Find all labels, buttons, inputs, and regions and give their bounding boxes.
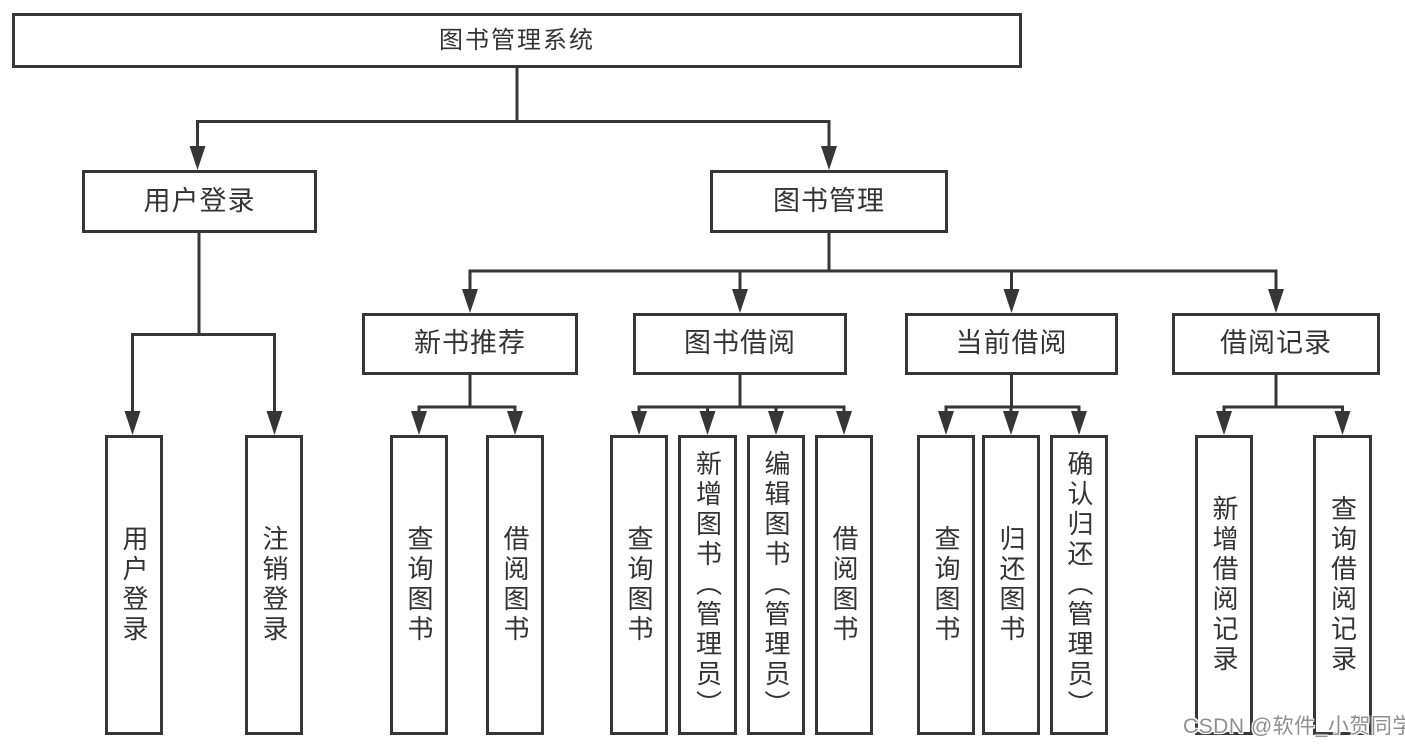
connector-root-to-level2 [189, 68, 837, 170]
arrow-down-icon [266, 411, 283, 435]
leaf-br-add-record: 新增借阅记录 [1195, 435, 1253, 735]
leaf-bb-add-books-admin: 新增图书（管理员） [678, 435, 737, 735]
node-new-book-recommend: 新书推荐 [362, 313, 578, 375]
arrow-down-icon [821, 146, 837, 170]
node-book-management: 图书管理 [710, 170, 948, 233]
arrow-down-icon [1268, 289, 1284, 313]
connector-book-mgmt-branch [462, 233, 1284, 313]
csdn-watermark: CSDN @软件_小贺同学 [1183, 715, 1405, 738]
arrow-down-icon [462, 289, 478, 313]
leaf-bb-edit-books-admin: 编辑图书（管理员） [747, 435, 805, 735]
arrow-down-icon [938, 411, 954, 435]
arrow-down-icon [411, 411, 427, 435]
arrow-down-icon [189, 146, 206, 170]
connector-book-borrow-branch [631, 375, 852, 435]
leaf-cb-query-books: 查询图书 [917, 435, 975, 735]
leaf-bb-borrow-books: 借阅图书 [815, 435, 873, 735]
arrow-down-icon [732, 289, 748, 313]
arrow-down-icon [699, 411, 716, 435]
node-current-borrowing: 当前借阅 [905, 313, 1118, 375]
arrow-down-icon [631, 411, 647, 435]
connector-user-login-branch [124, 233, 283, 435]
node-borrowing-records: 借阅记录 [1172, 313, 1380, 375]
node-book-borrowing: 图书借阅 [633, 313, 847, 375]
arrow-down-icon [1003, 411, 1019, 435]
leaf-nbr-query-books: 查询图书 [390, 435, 448, 735]
connector-new-book-rec-branch [411, 375, 523, 435]
leaf-br-query-record: 查询借阅记录 [1313, 435, 1372, 735]
leaf-logout: 注销登录 [245, 435, 303, 735]
arrow-down-icon [768, 411, 784, 435]
arrow-down-icon [1071, 411, 1087, 435]
arrow-down-icon [507, 411, 523, 435]
connector-current-borrow-branch [938, 375, 1087, 435]
leaf-cb-confirm-return-admin: 确认归还（管理员） [1050, 435, 1108, 735]
arrow-down-icon [1003, 289, 1020, 313]
node-root-system: 图书管理系统 [12, 13, 1022, 68]
leaf-bb-query-books: 查询图书 [610, 435, 668, 735]
leaf-user-login: 用户登录 [105, 435, 163, 735]
connector-borrow-record-branch [1216, 375, 1351, 435]
leaf-nbr-borrow-books: 借阅图书 [486, 435, 544, 735]
leaf-cb-return-books: 归还图书 [982, 435, 1040, 735]
arrow-down-icon [836, 411, 852, 435]
arrow-down-icon [1216, 411, 1232, 435]
arrow-down-icon [124, 411, 141, 435]
arrow-down-icon [1334, 411, 1351, 435]
node-user-login: 用户登录 [82, 170, 317, 233]
